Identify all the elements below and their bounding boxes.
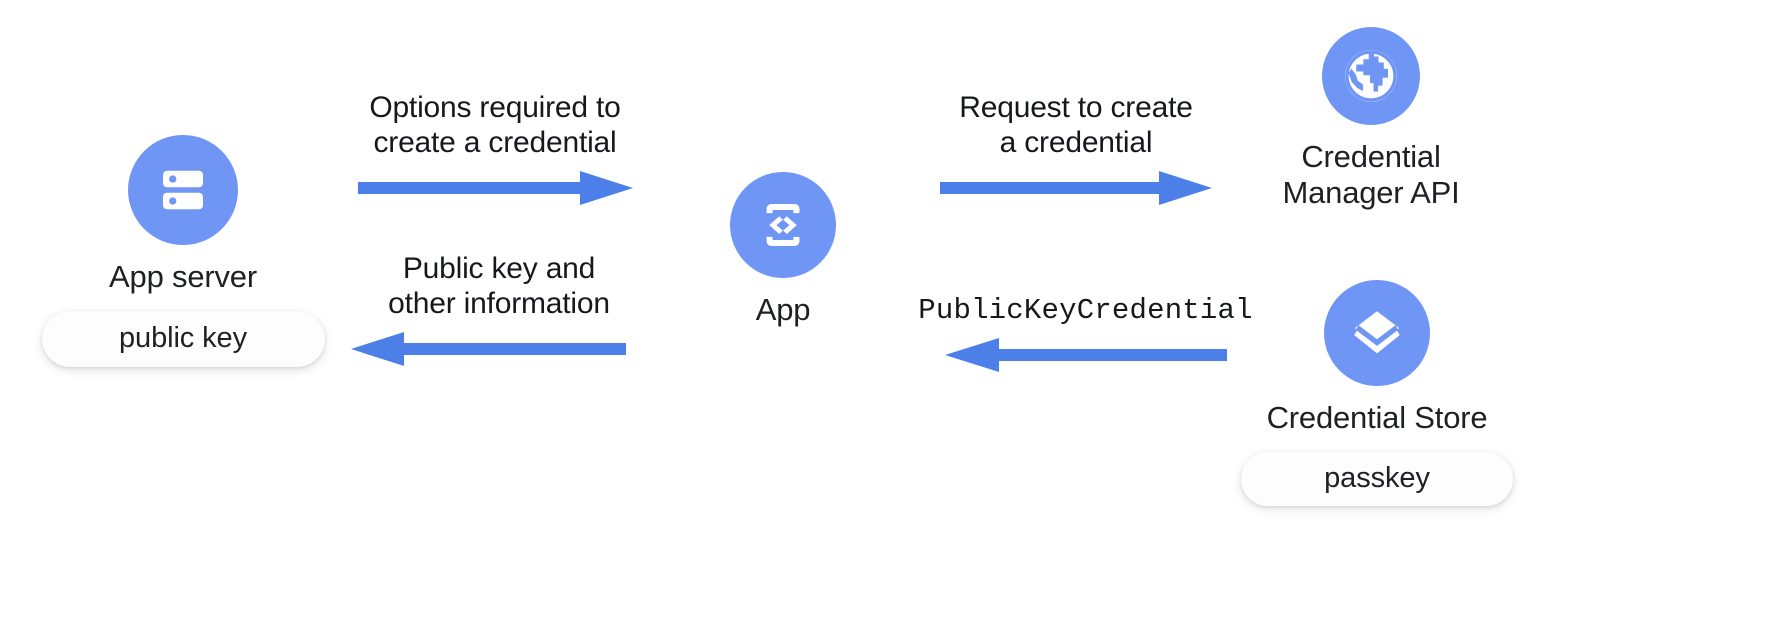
flow-app-to-api: Request to create a credential <box>937 90 1215 207</box>
globe-icon <box>1345 50 1397 102</box>
flow-app-to-server: Public key and other information <box>348 251 628 368</box>
flow-api-to-app-label: PublicKeyCredential <box>918 294 1253 327</box>
node-app-server: App server public key <box>38 135 328 367</box>
app-label: App <box>755 292 811 327</box>
arrow-right-icon <box>940 170 1212 205</box>
app-server-pill-public-key: public key <box>41 310 325 367</box>
credential-store-label: Credential Store <box>1266 400 1488 435</box>
node-credential-manager-api: Credential Manager API <box>1236 27 1506 211</box>
arrow-right-icon <box>357 170 633 205</box>
app-icon-circle <box>730 172 836 278</box>
app-server-label: App server <box>109 259 257 294</box>
flow-server-to-app-label: Options required to create a credential <box>369 91 621 160</box>
server-icon <box>163 170 203 210</box>
credential-store-icon-circle <box>1324 280 1430 386</box>
layers-icon <box>1353 311 1401 354</box>
credential-manager-api-icon-circle <box>1322 27 1420 125</box>
credential-manager-api-label: Credential Manager API <box>1282 139 1460 210</box>
flow-app-to-api-label: Request to create a credential <box>959 91 1193 160</box>
node-app: App <box>688 172 878 328</box>
flow-server-to-app: Options required to create a credential <box>355 90 635 207</box>
arrow-left-icon <box>350 331 626 366</box>
app-server-icon-circle <box>128 135 238 245</box>
flow-api-to-app: PublicKeyCredential <box>918 294 1253 374</box>
credential-store-pill-passkey: passkey <box>1241 451 1513 506</box>
arrow-left-icon <box>944 338 1227 373</box>
node-credential-store: Credential Store passkey <box>1241 280 1513 506</box>
flow-app-to-server-label: Public key and other information <box>388 252 610 321</box>
app-code-device-icon <box>766 203 800 247</box>
